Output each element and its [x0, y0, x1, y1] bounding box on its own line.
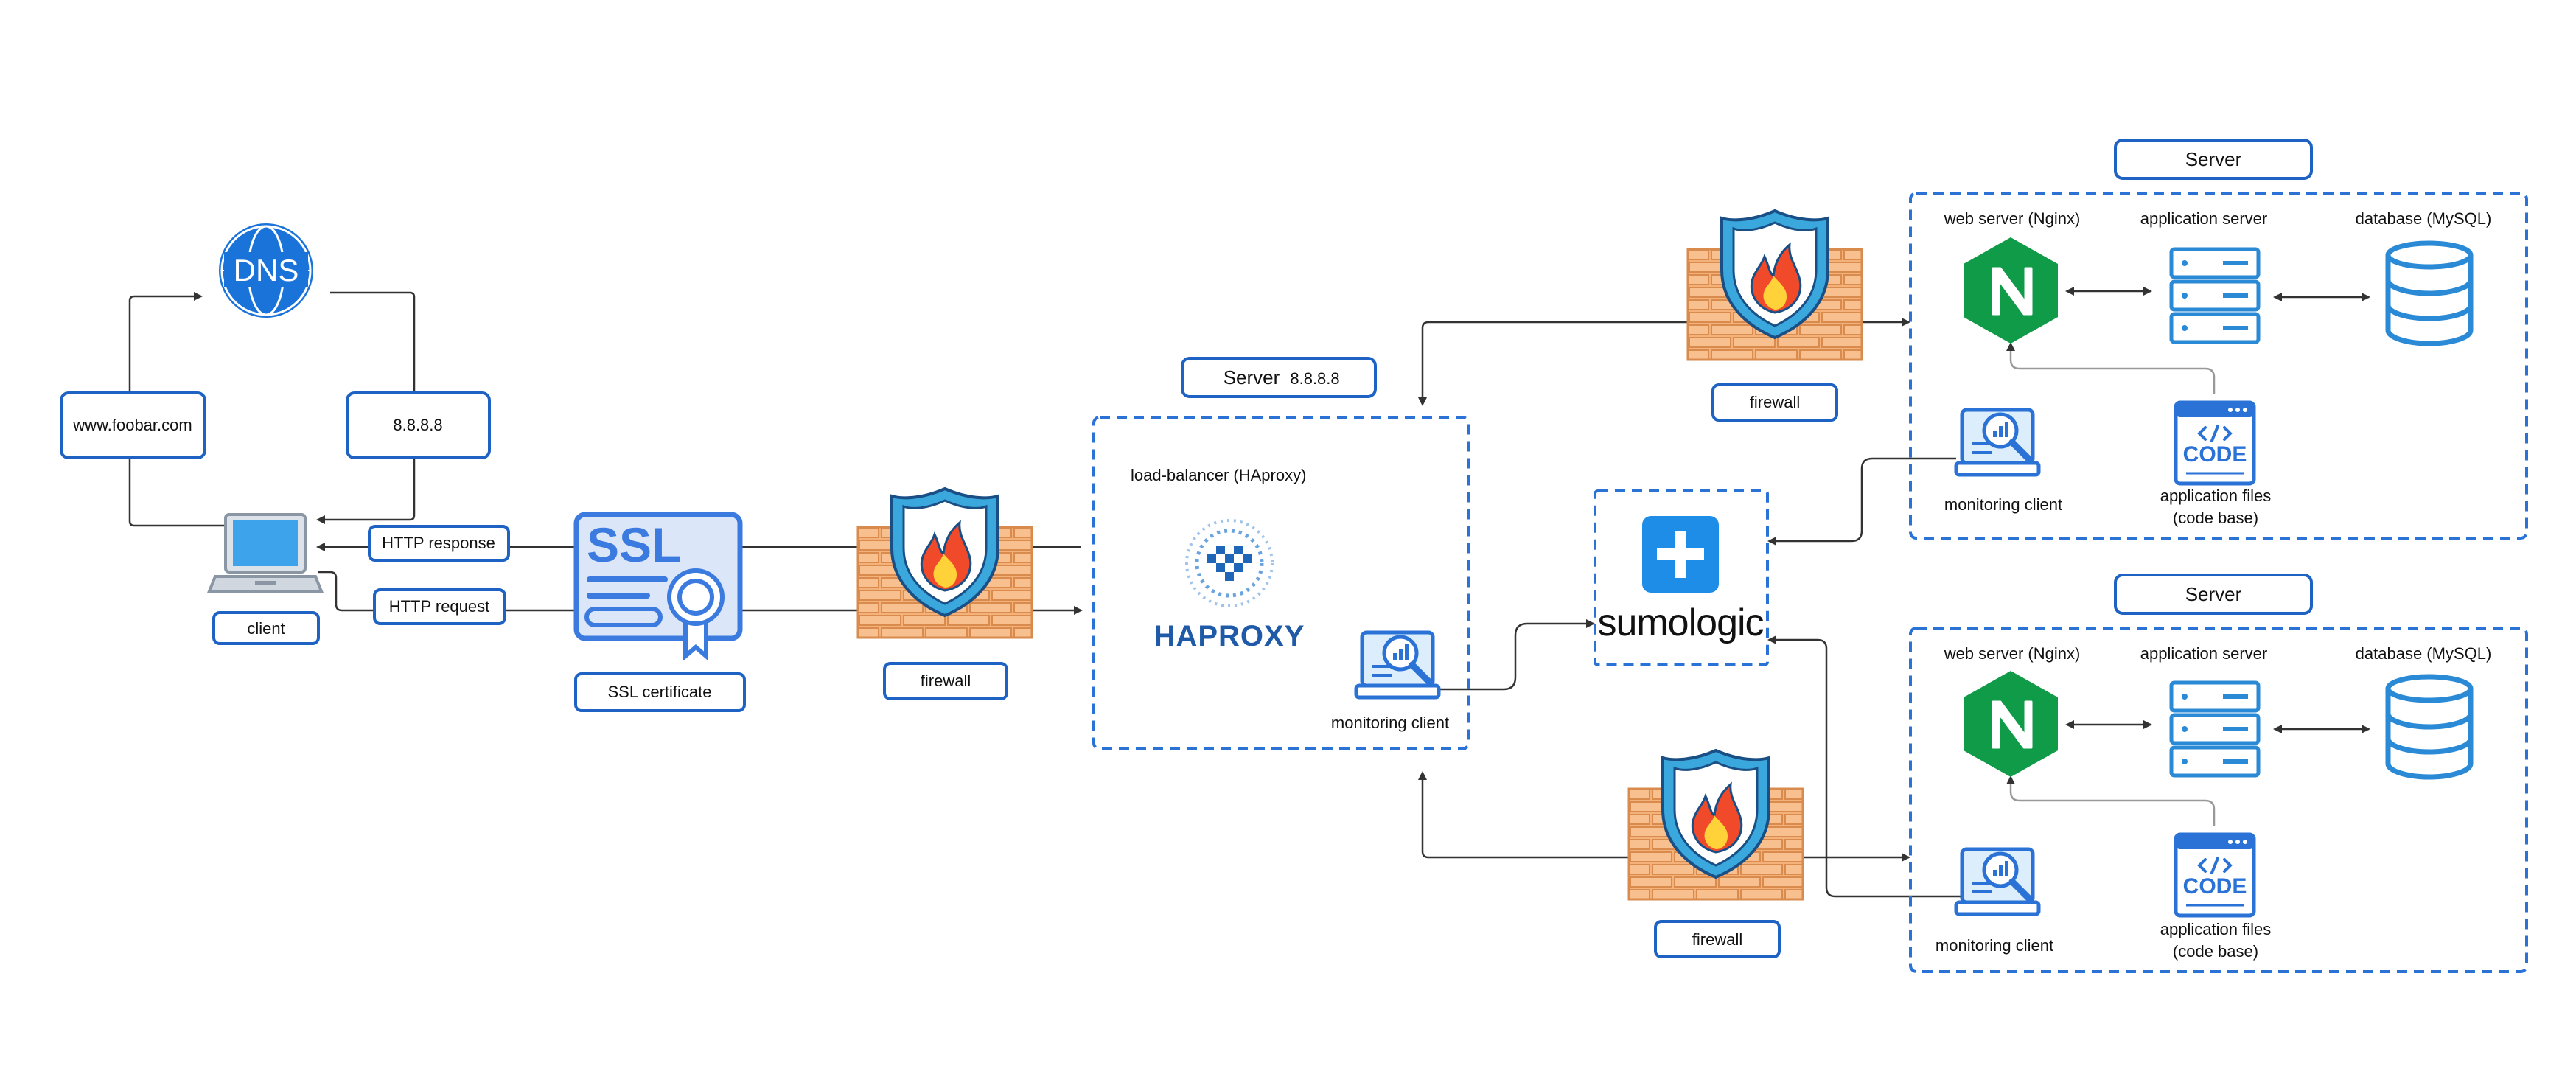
lb-label: load-balancer (HAproxy) [1131, 466, 1306, 484]
server-top-files-line2: (code base) [2173, 509, 2258, 527]
firewall-client-label-box [883, 662, 1008, 700]
ssl-label-box [574, 672, 746, 712]
server-bottom-web-label: web server (Nginx) [1944, 644, 2081, 663]
server-bottom-title: Server [2185, 583, 2242, 605]
ssl-certificate-icon: SSL [573, 512, 743, 661]
server-top-title-box [2114, 139, 2313, 180]
haproxy-logo-icon [1185, 519, 1274, 607]
server-top-monitoring-label: monitoring client [1944, 495, 2062, 514]
server-top-files-line1: application files [2160, 487, 2271, 505]
firewall-client-icon [856, 487, 1033, 639]
connector-files-to-nginx-bottom [2006, 775, 2216, 826]
server-bottom-files-line1: application files [2160, 920, 2271, 938]
server-bottom-files-line2: (code base) [2173, 942, 2258, 961]
dns-ip-label: 8.8.8.8 [393, 416, 442, 434]
server-top-db-label: database (MySQL) [2356, 209, 2492, 228]
database-top-icon [2388, 243, 2471, 344]
firewall-bottom-label-box [1654, 920, 1781, 958]
sumologic-container [1594, 489, 1769, 666]
dns-globe-icon: DNS [216, 220, 316, 321]
domain-box [60, 391, 206, 459]
connector-http-request [318, 571, 1083, 615]
server-top-web-label: web server (Nginx) [1944, 209, 2081, 228]
domain-label: www.foobar.com [72, 416, 192, 434]
connector-top-monitor-to-sumo [1767, 457, 1956, 546]
client-label: client [247, 619, 285, 638]
server-top-monitoring-icon [1956, 410, 2039, 475]
nginx-bottom-icon [1962, 669, 2059, 778]
server-top-container [1909, 192, 2528, 540]
lb-monitoring-icon [1356, 632, 1439, 697]
connector-bottom-monitor-to-sumo [1767, 635, 1961, 898]
server-top-title: Server [2185, 148, 2242, 170]
lb-server-title-box [1181, 357, 1377, 398]
http-request-label: HTTP request [389, 597, 490, 616]
http-response-box [368, 525, 510, 562]
lb-server-title: Server [1224, 366, 1280, 388]
http-request-box [373, 588, 506, 625]
connector-lb-to-top-server [1418, 318, 1910, 406]
appserver-top-icon [2171, 249, 2258, 342]
client-label-box [212, 611, 320, 645]
http-response-label: HTTP response [382, 534, 495, 552]
code-top-badge: CODE [2183, 442, 2247, 467]
dns-ip-box [346, 391, 491, 459]
sumologic-plus-icon [1642, 516, 1719, 593]
sumologic-logo-text: sumologic [1597, 602, 1763, 644]
connector-lb-monitor-to-sumo [1439, 619, 1595, 691]
firewall-bottom-label: firewall [1692, 930, 1742, 949]
lb-server-container [1092, 416, 1470, 750]
firewall-top-label-box [1711, 383, 1838, 422]
nginx-top-icon [1962, 236, 2059, 345]
firewall-top-icon [1686, 209, 1863, 361]
connector-lb-to-bottom-server [1418, 771, 1910, 862]
database-bottom-icon [2388, 677, 2471, 777]
lb-monitoring-label: monitoring client [1331, 714, 1449, 732]
connector-files-to-nginx-top [2006, 342, 2216, 394]
firewall-top-label: firewall [1750, 393, 1800, 411]
ssl-label: SSL certificate [607, 683, 711, 701]
lb-server-ip: 8.8.8.8 [1290, 369, 1339, 388]
ssl-badge-text: SSL [587, 517, 681, 572]
appserver-bottom-icon [2171, 683, 2258, 775]
server-bottom-container [1909, 627, 2528, 973]
server-top-app-label: application server [2140, 209, 2267, 228]
haproxy-logo-text: HAPROXY [1154, 620, 1305, 652]
server-bottom-monitoring-icon [1956, 849, 2039, 914]
firewall-client-label: firewall [921, 672, 971, 690]
server-bottom-title-box [2114, 574, 2313, 615]
client-laptop-icon [207, 513, 324, 593]
firewall-bottom-icon [1627, 749, 1804, 901]
server-bottom-db-label: database (MySQL) [2356, 644, 2492, 663]
code-bottom-badge: CODE [2183, 874, 2247, 899]
server-bottom-app-label: application server [2140, 644, 2267, 663]
server-bottom-monitoring-label: monitoring client [1936, 936, 2053, 955]
dns-label: DNS [234, 253, 299, 287]
